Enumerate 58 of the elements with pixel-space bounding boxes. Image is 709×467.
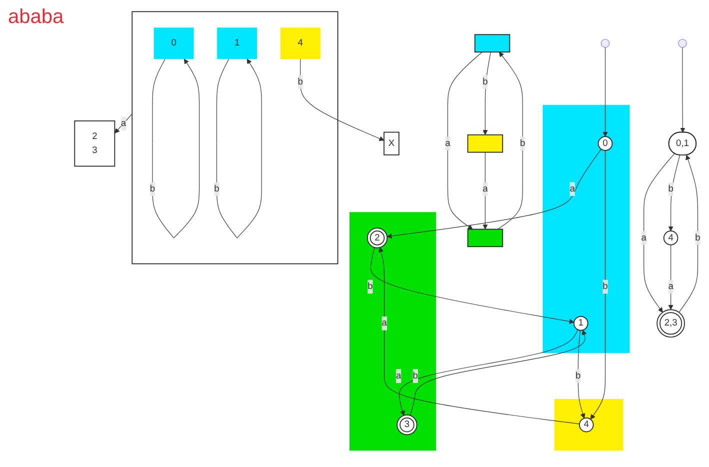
edge-label: a	[120, 118, 126, 129]
arrow	[114, 114, 132, 134]
cluster	[132, 12, 338, 265]
node-circle: 2,3	[656, 310, 685, 338]
node-bar	[467, 134, 504, 154]
edge-label: b	[668, 184, 674, 194]
edge-label: a	[668, 282, 674, 292]
arrow	[668, 244, 674, 310]
arrow	[378, 248, 580, 425]
edge-label: a	[641, 233, 646, 243]
edge-label: a	[396, 371, 402, 382]
cluster	[542, 105, 630, 354]
edge-label: b	[482, 77, 488, 87]
edge-label: b	[576, 371, 581, 382]
cluster	[349, 212, 436, 451]
arrow	[152, 59, 200, 239]
handwritten-note: ababa	[8, 6, 64, 29]
arrow	[216, 59, 262, 239]
node-circle: 0	[598, 136, 613, 152]
edge-label: b	[520, 138, 526, 149]
edge-label: b	[214, 184, 220, 194]
edge-label: b	[298, 77, 303, 87]
arrow	[498, 52, 523, 230]
arrow	[386, 149, 602, 239]
node-box: 4	[280, 28, 320, 60]
edge-label: a	[570, 184, 575, 194]
node-box: 2 3	[74, 120, 116, 167]
arrow	[668, 155, 680, 232]
arrow	[602, 47, 608, 138]
arrow	[370, 248, 574, 324]
arrow	[590, 150, 606, 420]
arrow	[678, 155, 698, 313]
edge-label: b	[602, 282, 608, 292]
edge-label: a	[445, 138, 450, 149]
arrow	[300, 59, 384, 142]
edge-label: a	[382, 318, 387, 328]
node-box: X	[384, 132, 400, 156]
node-circle: 2	[366, 228, 388, 249]
arrow	[482, 152, 488, 230]
edge-label: a	[482, 184, 488, 194]
node-bar	[474, 34, 510, 53]
arrow	[447, 52, 483, 230]
arrow	[482, 52, 491, 136]
node-bar	[467, 229, 504, 248]
arrow	[578, 330, 586, 419]
cluster	[554, 399, 624, 451]
edge-label: b	[412, 371, 418, 382]
node-circle: 4	[578, 418, 594, 433]
node-circle: 3	[396, 414, 418, 436]
node-box: 0	[154, 28, 194, 60]
edge-label: b	[368, 282, 373, 292]
edge-label: b	[695, 233, 700, 243]
edge-label: b	[150, 184, 156, 194]
arrow	[644, 154, 675, 313]
node-circle: 1	[574, 316, 588, 332]
node-box: 1	[217, 28, 258, 60]
node-circle: 4	[663, 230, 678, 246]
arrow	[680, 47, 686, 134]
